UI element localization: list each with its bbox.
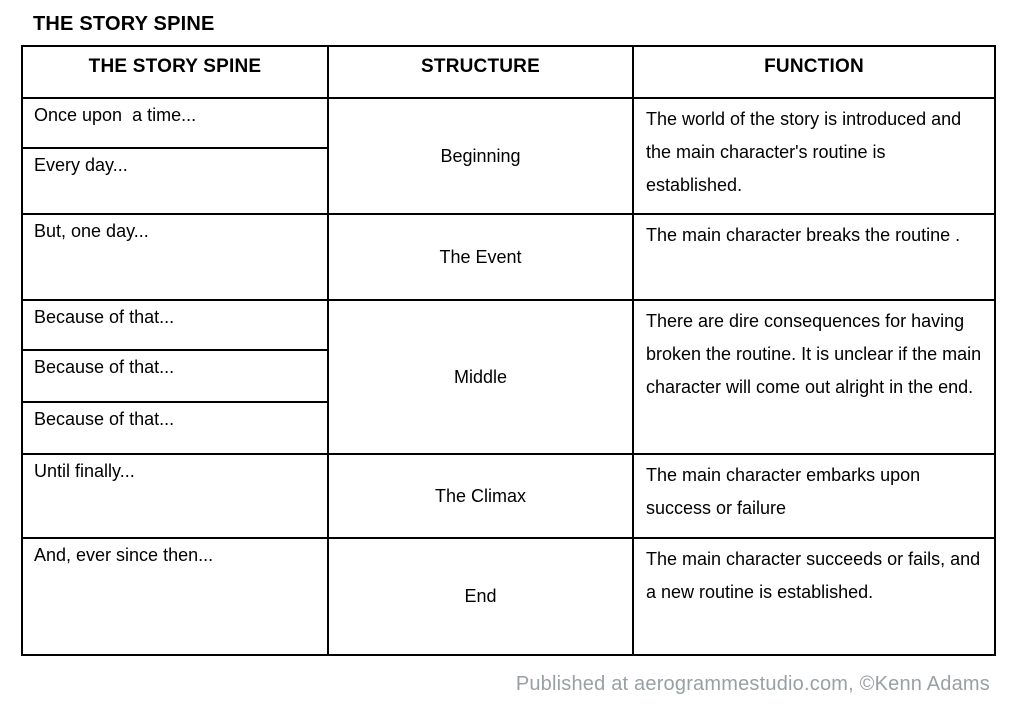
table-header-row: THE STORY SPINE STRUCTURE FUNCTION (21, 45, 996, 99)
function-cell-the-event: The main character breaks the routine . (632, 213, 996, 301)
column-header-function: FUNCTION (632, 45, 996, 99)
column-header-story-spine: THE STORY SPINE (21, 45, 329, 99)
function-cell-beginning: The world of the story is introduced and… (632, 97, 996, 215)
structure-cell-the-climax: The Climax (327, 453, 634, 539)
column-header-structure: STRUCTURE (327, 45, 634, 99)
spine-cell-until-finally: Until finally... (21, 453, 329, 539)
function-cell-middle: There are dire consequences for having b… (632, 299, 996, 455)
table-row: Once upon a time... Beginning The world … (21, 97, 996, 215)
story-spine-table: THE STORY SPINE STRUCTURE FUNCTION Once … (21, 45, 996, 656)
spine-cell-once-upon-a-time: Once upon a time... (21, 97, 329, 149)
spine-cell-because-of-that-1: Because of that... (21, 299, 329, 351)
table-row: Because of that... (21, 349, 995, 403)
spine-cell-because-of-that-3: Because of that... (21, 401, 329, 455)
function-cell-the-climax: The main character embarks upon success … (632, 453, 996, 539)
spine-cell-but-one-day: But, one day... (21, 213, 329, 301)
table-row: Until finally... The Climax The main cha… (21, 453, 996, 539)
table-row: Because of that... (21, 401, 995, 455)
page-title: THE STORY SPINE (33, 13, 215, 35)
structure-cell-end: End (327, 537, 634, 656)
footer-credit: Published at aerogrammestudio.com, ©Kenn… (515, 673, 990, 695)
table-row: Every day... (21, 147, 995, 215)
structure-cell-the-event: The Event (327, 213, 634, 301)
structure-cell-beginning: Beginning (327, 97, 634, 215)
spine-cell-because-of-that-2: Because of that... (21, 349, 329, 403)
function-cell-end: The main character succeeds or fails, an… (632, 537, 996, 656)
structure-cell-middle: Middle (327, 299, 634, 455)
spine-cell-and-ever-since-then: And, ever since then... (21, 537, 329, 656)
table-row: And, ever since then... End The main cha… (21, 537, 996, 656)
table-row: Because of that... Middle There are dire… (21, 299, 996, 455)
spine-cell-every-day: Every day... (21, 147, 329, 215)
table-row: But, one day... The Event The main chara… (21, 213, 996, 301)
